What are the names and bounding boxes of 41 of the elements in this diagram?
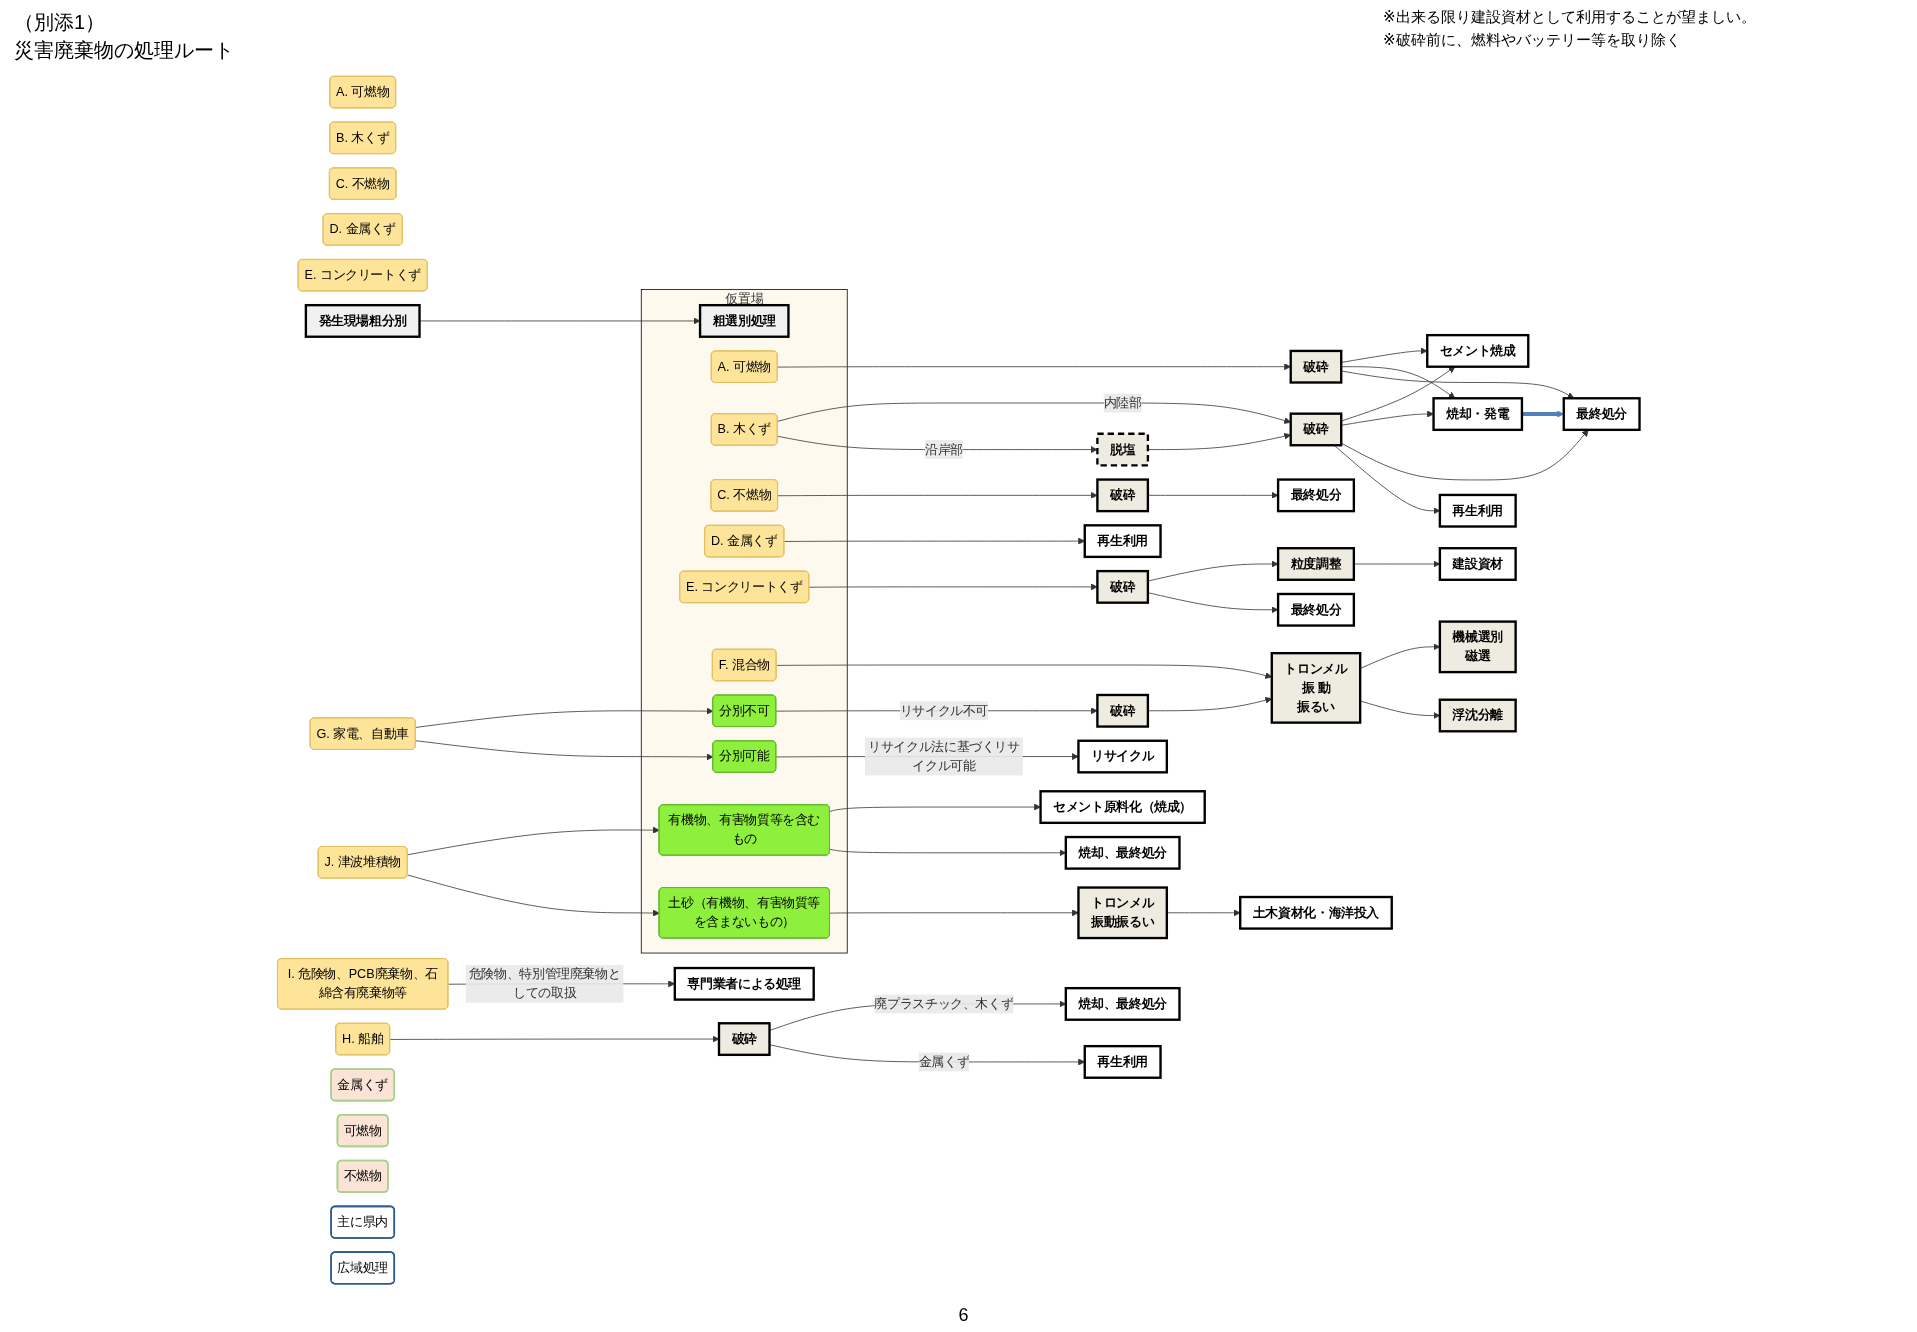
edge-label: リサイクル法に基づくリサイクル可能: [868, 739, 1020, 773]
node-box: トロンメル 振 動 振るい: [1270, 652, 1362, 724]
annex-label: （別添1）: [14, 10, 107, 35]
node-box: 発生現場粗分別: [304, 303, 421, 338]
node-box: 焼却・発電: [1432, 397, 1524, 432]
node-box: 焼却、最終処分: [1064, 835, 1181, 870]
edge-label: リサイクル不可: [899, 703, 989, 718]
edge-label: 金属くず: [918, 1054, 970, 1069]
node-box: 土木資材化・海洋投入: [1239, 895, 1393, 930]
edge-label: 内陸部: [1103, 395, 1142, 410]
node-box: 再生利用: [1083, 524, 1162, 559]
node-box: 破砕: [1096, 693, 1150, 728]
edge-label: 沿岸部: [924, 442, 963, 456]
node-box: 破砕: [1289, 412, 1343, 447]
node-box: 破砕: [1096, 569, 1150, 604]
page-number: 6: [958, 1305, 969, 1326]
edge-label: 危険物、特別管理廃棄物としての取扱: [468, 967, 621, 1000]
node-box: 建設資材: [1438, 547, 1517, 581]
node-box: セメント焼成: [1426, 333, 1530, 368]
node-box: 機械選別 磁選: [1438, 620, 1517, 674]
node-box: 粗選別処理: [698, 303, 790, 338]
node-box: 再生利用: [1438, 493, 1517, 528]
node-box: 脱塩: [1096, 432, 1150, 467]
node-box: 破砕: [717, 1022, 771, 1057]
node-box: セメント原料化（焼成）: [1039, 790, 1206, 824]
node-box: 焼却、最終処分: [1064, 986, 1181, 1021]
node-box: 破砕: [1289, 349, 1343, 384]
edge-label: 廃プラスチック、木くず: [874, 996, 1014, 1011]
node-box: 浮沈分離: [1438, 698, 1517, 733]
diagram-title: 災害廃棄物の処理ルート: [14, 38, 234, 63]
note-text: ※出来る限り建設資材として利用することが望ましい。: [1383, 8, 1757, 27]
node-box: 最終処分: [1562, 397, 1641, 432]
node-box: 最終処分: [1276, 592, 1356, 627]
note-text: ※破砕前に、燃料やバッテリー等を取り除く: [1383, 31, 1682, 50]
node-box: トロンメル 振動振るい: [1077, 886, 1168, 940]
node-box: 破砕: [1096, 478, 1150, 513]
node-box: 粒度調整: [1276, 547, 1356, 581]
node-box: 再生利用: [1083, 1044, 1162, 1079]
node-box: リサイクル: [1077, 739, 1168, 774]
node-box: 最終処分: [1276, 478, 1356, 513]
node-box: 専門業者による処理: [673, 966, 815, 1001]
